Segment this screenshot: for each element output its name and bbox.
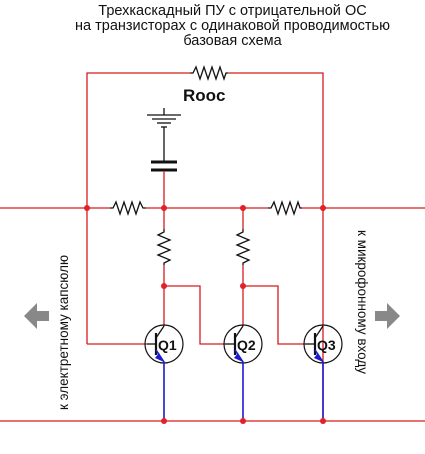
- transistor-q3: [303, 324, 343, 421]
- junction-nodes: [84, 205, 326, 424]
- ground-icon: [147, 108, 181, 128]
- arrow-right-icon: [375, 303, 400, 329]
- title-line-3: базовая схема: [183, 33, 282, 49]
- rail-resistor-left: [110, 199, 146, 217]
- q2-label: Q2: [237, 337, 256, 353]
- arrow-left-icon: [24, 303, 49, 329]
- q1-label: Q1: [158, 337, 177, 353]
- feedback-resistor: [190, 64, 228, 82]
- transistor-q1: [144, 324, 184, 421]
- left-side-label: к электретному капсюлю: [56, 255, 71, 410]
- coupling-wire-1: [164, 285, 225, 345]
- title-line-2: на транзисторах с одинаковой проводимост…: [75, 18, 390, 34]
- transistor-q2: [223, 324, 263, 421]
- feedback-resistor-label: Rooc: [183, 86, 226, 105]
- q3-label: Q3: [317, 337, 336, 353]
- coupling-wire-2: [243, 285, 305, 345]
- right-side-label: к микрофонному входу: [355, 230, 370, 374]
- collector-resistor-1: [156, 229, 172, 265]
- title-line-1: Трехкаскадный ПУ с отрицательной ОС: [98, 3, 367, 19]
- diagram-title: Трехкаскадный ПУ с отрицательной ОС на т…: [0, 4, 425, 49]
- rail-resistor-right: [268, 199, 302, 217]
- capacitor-icon: [151, 160, 177, 172]
- collector-resistor-2: [235, 229, 251, 265]
- feedback-loop-wires: [86, 72, 324, 421]
